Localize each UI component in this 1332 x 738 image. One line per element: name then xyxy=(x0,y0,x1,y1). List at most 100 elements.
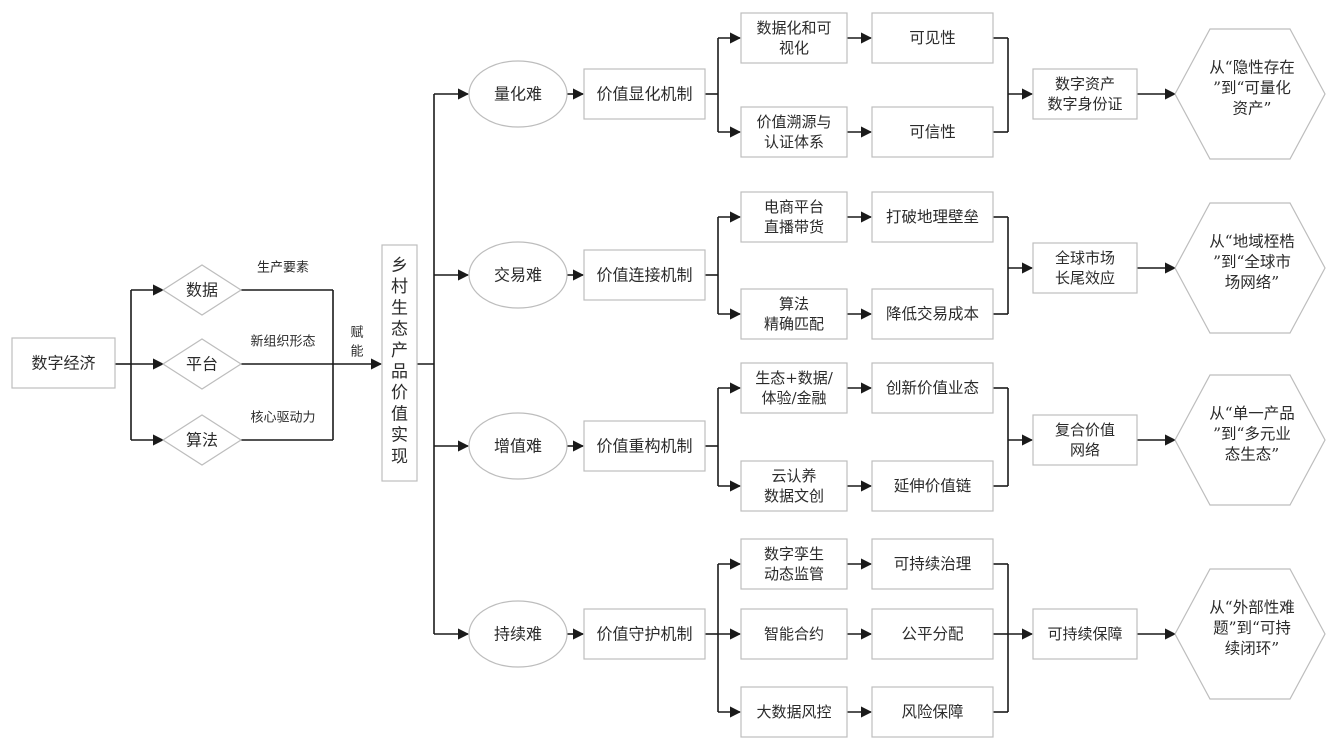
means-label-line-1: 生态+数据/ xyxy=(755,369,834,387)
means-label: 智能合约 xyxy=(764,625,824,643)
source-label: 数字经济 xyxy=(31,354,95,373)
difficulty-label: 增值难 xyxy=(494,437,542,456)
mechanism-label: 价值显化机制 xyxy=(596,85,692,104)
effect-box xyxy=(871,686,994,738)
outcome-label-line-1: 从“外部性难 xyxy=(1209,599,1294,617)
means-label-line-2: 精确匹配 xyxy=(764,315,824,333)
driver-edge-label: 生产要素 xyxy=(257,261,309,276)
effect-box xyxy=(871,608,994,660)
difficulty-ellipse-4 xyxy=(468,600,568,668)
core-label-char: 价 xyxy=(391,383,408,403)
effect-label: 可见性 xyxy=(909,29,956,47)
outcome-label-line-3: 态生态” xyxy=(1225,445,1279,463)
outcome-label-line-2: ”到“可量化 xyxy=(1213,79,1291,97)
outcome-hexagon-3 xyxy=(1174,374,1326,506)
result-label-line-1: 复合价值 xyxy=(1055,421,1115,439)
source-box xyxy=(11,337,116,389)
means-box xyxy=(740,191,848,243)
means-label-line-1: 价值溯源与 xyxy=(756,113,831,131)
core-box xyxy=(381,244,418,482)
effect-label: 风险保障 xyxy=(901,703,963,721)
core-label-char: 实 xyxy=(391,426,408,446)
means-box xyxy=(740,12,848,64)
effect-box xyxy=(871,106,994,158)
outcome-hexagon-1 xyxy=(1174,28,1326,160)
mechanism-box-1 xyxy=(583,68,706,120)
difficulty-label: 持续难 xyxy=(494,625,542,644)
outcome-label-line-3: 续闭环” xyxy=(1225,639,1279,657)
outcome-label-line-3: 场网络” xyxy=(1225,273,1279,291)
result-label-line-2: 网络 xyxy=(1070,441,1100,459)
effect-label: 创新价值业态 xyxy=(886,379,979,397)
means-box xyxy=(740,288,848,340)
outcome-label-line-1: 从“单一产品 xyxy=(1209,405,1294,423)
means-label-line-1: 数据化和可 xyxy=(756,19,831,37)
outcome-label-line-2: ”到“多元业 xyxy=(1213,425,1291,443)
enable-label-char: 能 xyxy=(350,345,363,360)
mechanism-box-4 xyxy=(583,608,706,660)
difficulty-label: 量化难 xyxy=(494,85,542,104)
effect-label: 可持续治理 xyxy=(894,555,972,573)
result-label-line-2: 长尾效应 xyxy=(1055,269,1115,287)
result-label-line-2: 数字身份证 xyxy=(1047,95,1122,113)
means-label: 大数据风控 xyxy=(756,703,831,721)
outcome-label-line-1: 从“隐性存在 xyxy=(1209,59,1294,77)
driver-diamond-3 xyxy=(161,414,243,466)
result-label-line-1: 全球市场 xyxy=(1055,249,1115,267)
outcome-label-line-2: ”到“全球市 xyxy=(1213,253,1291,271)
core-label-char: 值 xyxy=(391,404,408,424)
outcome-hexagon-2 xyxy=(1174,202,1326,334)
core-label-char: 产 xyxy=(391,341,408,361)
driver-label: 数据 xyxy=(186,281,218,300)
driver-edge-label: 新组织形态 xyxy=(250,334,315,350)
means-label-line-2: 视化 xyxy=(779,39,809,57)
mechanism-label: 价值守护机制 xyxy=(596,625,692,644)
driver-label: 算法 xyxy=(186,431,218,450)
means-label-line-1: 云认养 xyxy=(771,467,816,485)
result-label-line-1: 数字资产 xyxy=(1055,75,1115,93)
effect-label: 可信性 xyxy=(909,123,956,141)
effect-label: 降低交易成本 xyxy=(886,305,979,323)
difficulty-ellipse-1 xyxy=(468,60,568,128)
means-box xyxy=(740,460,848,512)
result-box-2 xyxy=(1032,242,1138,294)
core-label-char: 生 xyxy=(391,298,408,318)
means-box xyxy=(740,106,848,158)
driver-diamond-1 xyxy=(161,264,243,316)
outcome-label-line-1: 从“地域桎梏 xyxy=(1209,233,1294,251)
core-label-char: 品 xyxy=(391,362,408,382)
means-label-line-2: 认证体系 xyxy=(764,133,824,151)
effect-label: 延伸价值链 xyxy=(894,477,972,495)
effect-label: 打破地理壁垒 xyxy=(886,208,979,226)
effect-box xyxy=(871,362,994,414)
difficulty-ellipse-3 xyxy=(468,412,568,480)
effect-box xyxy=(871,288,994,340)
effect-label: 公平分配 xyxy=(901,625,963,643)
result-box-3 xyxy=(1032,414,1138,466)
core-label-char: 村 xyxy=(391,277,408,297)
driver-diamond-2 xyxy=(161,338,243,390)
outcome-label-line-2: 题”到“可持 xyxy=(1213,619,1291,637)
difficulty-ellipse-2 xyxy=(468,241,568,309)
difficulty-label: 交易难 xyxy=(494,266,542,285)
driver-label: 平台 xyxy=(186,355,218,374)
means-box xyxy=(740,608,848,660)
core-label-char: 乡 xyxy=(391,256,408,276)
mechanism-box-3 xyxy=(583,420,706,472)
means-box xyxy=(740,686,848,738)
means-label-line-2: 体验/金融 xyxy=(761,389,826,407)
mechanism-label: 价值重构机制 xyxy=(596,437,692,456)
effect-box xyxy=(871,460,994,512)
result-box-4 xyxy=(1032,608,1138,660)
means-label-line-2: 动态监管 xyxy=(764,565,824,583)
enable-label-char: 赋 xyxy=(350,326,363,341)
means-label-line-1: 电商平台 xyxy=(764,198,824,216)
driver-edge-label: 核心驱动力 xyxy=(250,411,315,426)
result-label: 可持续保障 xyxy=(1047,625,1122,643)
means-label-line-1: 算法 xyxy=(779,295,809,313)
mechanism-box-2 xyxy=(583,249,706,301)
means-label-line-2: 直播带货 xyxy=(764,218,824,236)
means-label-line-1: 数字孪生 xyxy=(764,545,824,563)
effect-box xyxy=(871,12,994,64)
outcome-label-line-3: 资产” xyxy=(1233,99,1272,117)
